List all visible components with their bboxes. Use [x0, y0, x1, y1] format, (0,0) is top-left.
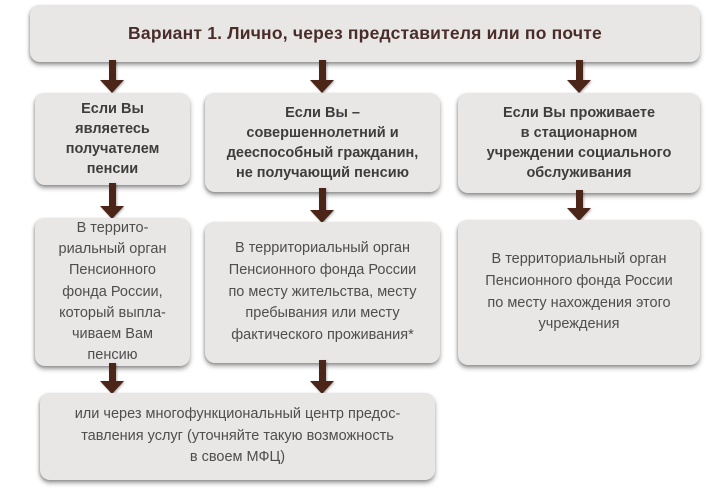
condition-box-social-institution: Если Вы проживаете в стационарном учрежд…	[458, 93, 700, 193]
down-arrow-icon	[100, 363, 124, 394]
destination-box-social-institution: В территориальный орган Пенсионного фонд…	[458, 220, 700, 365]
destination-box-adult-non-pensioner: В территориальный орган Пенсионного фонд…	[205, 222, 440, 363]
down-arrow-icon	[567, 60, 591, 93]
condition-box-pensioner: Если Вы являетесь получателем пенсии	[35, 93, 190, 185]
flowchart-title: Вариант 1. Лично, через представителя ил…	[30, 5, 700, 62]
condition-box-adult-non-pensioner: Если Вы – совершеннолетний и дееспособны…	[205, 93, 440, 192]
destination-box-pensioner: В террито- риальный орган Пенсионного фо…	[35, 218, 190, 366]
mfc-note-box: или через многофункциональный центр пред…	[40, 393, 435, 480]
down-arrow-icon	[567, 190, 591, 221]
down-arrow-icon	[310, 60, 334, 93]
down-arrow-icon	[100, 60, 124, 93]
down-arrow-icon	[310, 360, 334, 394]
down-arrow-icon	[310, 188, 334, 223]
down-arrow-icon	[100, 183, 124, 219]
